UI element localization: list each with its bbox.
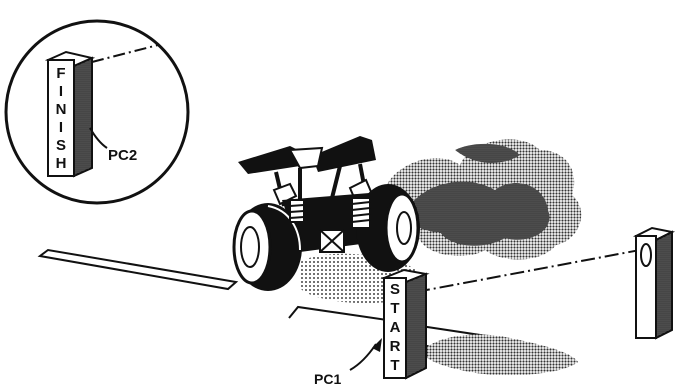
receiver-post — [636, 228, 672, 338]
post-letter: T — [390, 300, 399, 317]
inset-circle — [6, 21, 188, 203]
pc1-label: PC1 — [314, 371, 341, 387]
post-letter: S — [56, 137, 66, 154]
post-letter: F — [56, 65, 65, 82]
post-letter: H — [56, 155, 67, 172]
pc1-callout: PC1 — [314, 338, 382, 387]
post-letter: I — [59, 119, 63, 136]
post-letter: S — [390, 281, 400, 298]
pc2-label: PC2 — [108, 147, 137, 164]
post-shadow — [422, 335, 578, 376]
track-stripe-left — [40, 250, 236, 289]
post-letter: N — [56, 101, 67, 118]
post-letter: T — [390, 357, 399, 374]
post-letter: R — [390, 338, 401, 355]
post-letter: A — [390, 319, 401, 336]
receiver-sensor-eye — [641, 244, 651, 266]
post-letter: I — [59, 83, 63, 100]
rear-axle-box — [320, 230, 344, 252]
